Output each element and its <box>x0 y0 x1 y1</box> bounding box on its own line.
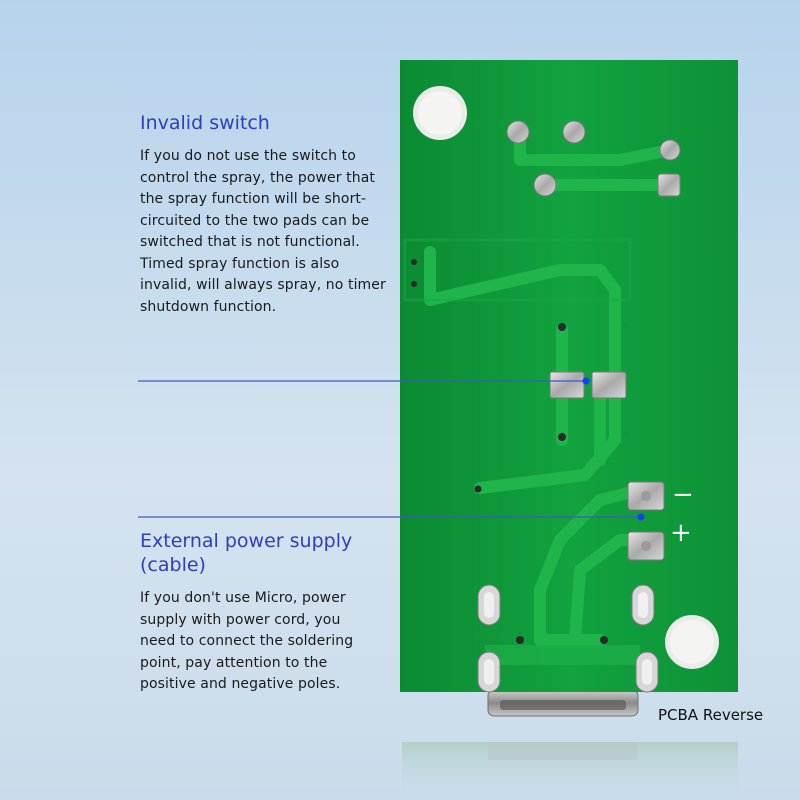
external-power-heading: External power supply (cable) <box>140 530 353 576</box>
minus-pole-label: − <box>672 480 694 510</box>
plus-pole-label: + <box>670 518 692 548</box>
image-caption: PCBA Reverse <box>658 706 764 724</box>
external-power-text: If you don't use Micro, power supply wit… <box>140 590 354 692</box>
invalid-switch-text: If you do not use the switch to control … <box>140 148 386 315</box>
invalid-switch-heading: Invalid switch <box>140 112 270 134</box>
